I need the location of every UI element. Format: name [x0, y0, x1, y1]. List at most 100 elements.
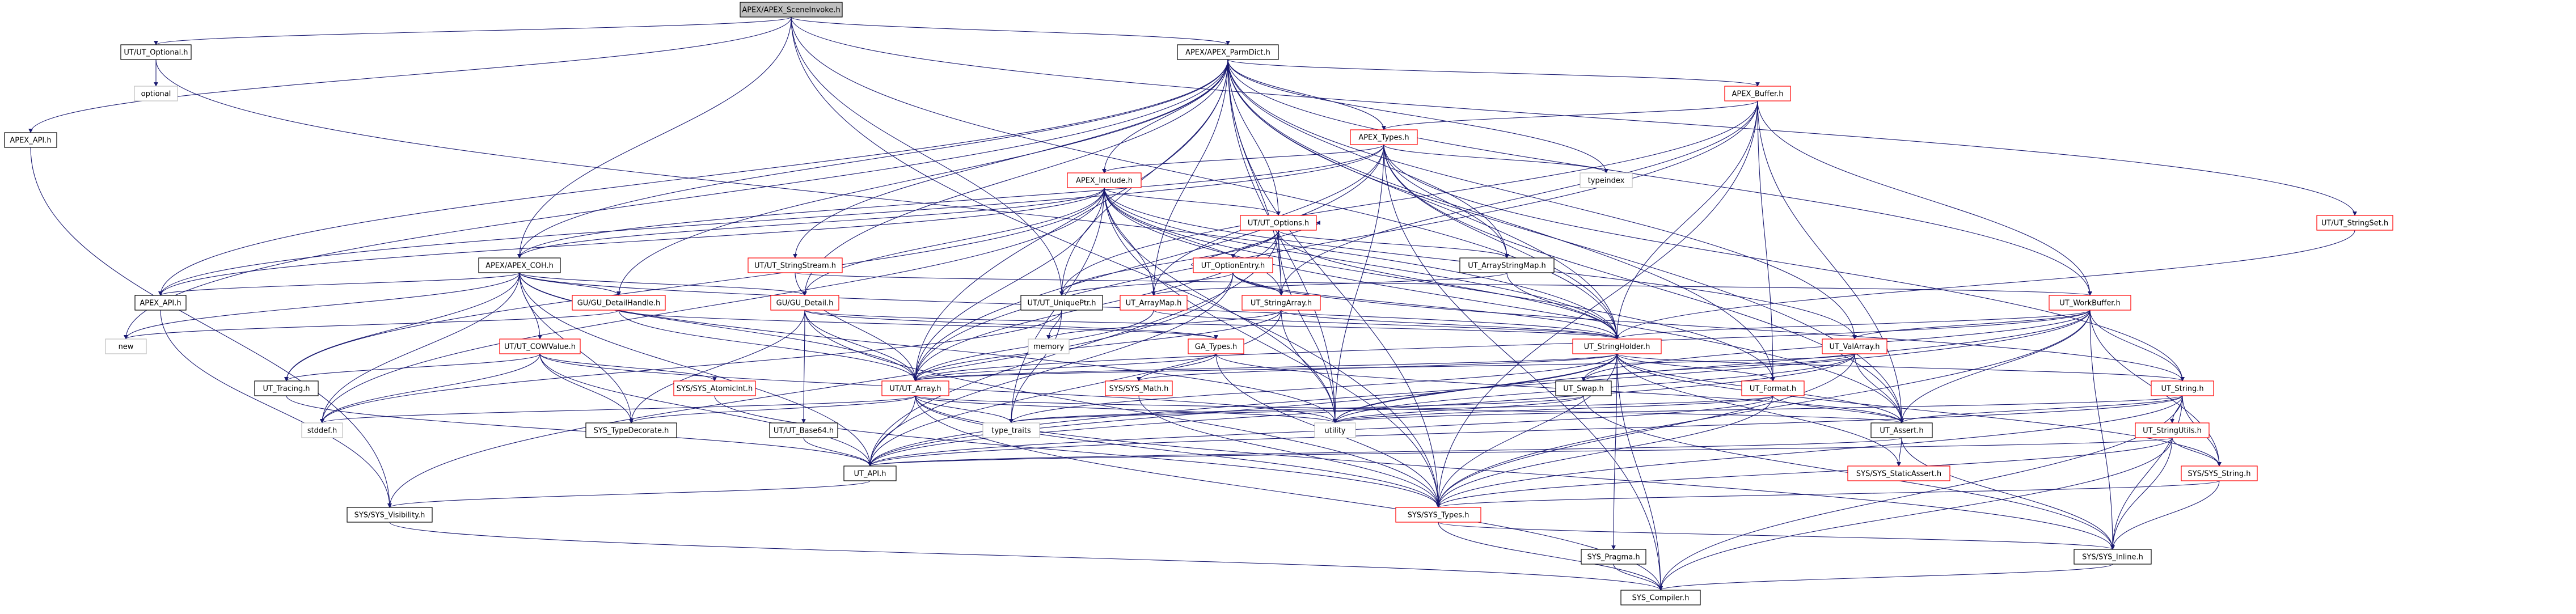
node-box: [2074, 549, 2152, 565]
node-sys_pragma[interactable]: SYS_Pragma.h: [1581, 549, 1646, 565]
node-box: [478, 257, 561, 273]
node-memory[interactable]: memory: [1028, 338, 1070, 354]
edge-ga_types-to-sys_math: [1137, 353, 1217, 382]
node-ut_format[interactable]: UT_Format.h: [1741, 380, 1805, 396]
node-label: APEX_Buffer.h: [1732, 90, 1784, 99]
node-label: UT_Assert.h: [1880, 427, 1923, 435]
edge-scene-to-ut_optional: [154, 16, 792, 45]
node-sys_inline[interactable]: SYS/SYS_Inline.h: [2074, 549, 2152, 565]
node-label: optional: [141, 90, 171, 99]
edge-parmdict-to-apex_types: [1227, 59, 1386, 130]
edge-ut_format-to-type_traits: [1009, 395, 1773, 424]
node-sys_types[interactable]: SYS/SYS_Types.h: [1395, 507, 1481, 523]
node-box: [769, 422, 838, 438]
edge-apex_api2-to-sys_visibility: [160, 310, 392, 508]
node-box: [2181, 465, 2258, 481]
node-ga_types[interactable]: GA_Types.h: [1188, 338, 1244, 354]
node-ut_optional[interactable]: UT/UT_Optional.h: [120, 44, 192, 60]
node-apex_types[interactable]: APEX_Types.h: [1350, 129, 1418, 145]
edge-apex_types-to-ut_string: [1383, 144, 2185, 382]
node-box: [1572, 338, 1662, 354]
edge-apex_buffer-to-ut_stringarray: [1279, 100, 1758, 296]
edge-ut_base64-to-ut_api: [803, 437, 872, 467]
node-ut_stringset[interactable]: UT/UT_StringSet.h: [2316, 215, 2393, 231]
node-type_traits[interactable]: type_traits: [982, 422, 1040, 438]
node-ut_options[interactable]: UT/UT_Options.h: [1240, 215, 1317, 231]
edge-gu_detail-to-sys_typedecorate: [629, 310, 805, 424]
node-ut_stringstream[interactable]: UT/UT_StringStream.h: [748, 257, 843, 273]
edge-sys_inline-to-sys_compiler: [1658, 564, 2113, 591]
node-box: [1240, 215, 1317, 231]
node-label: SYS_TypeDecorate.h: [594, 427, 669, 435]
node-ut_workbuffer[interactable]: UT_WorkBuffer.h: [2049, 295, 2131, 311]
node-ut_array[interactable]: UT/UT_Array.h: [881, 380, 949, 396]
edge-parmdict-to-new: [124, 59, 1228, 340]
node-apex_coh[interactable]: APEX/APEX_COH.h: [478, 257, 561, 273]
node-sys_math[interactable]: SYS/SYS_Math.h: [1105, 380, 1173, 396]
node-ut_arraymap[interactable]: UT_ArrayMap.h: [1120, 295, 1188, 311]
edge-apex_coh-to-ut_array: [519, 272, 918, 382]
edge-ut_workbuffer-to-ut_stringholder: [1615, 310, 2091, 340]
node-ut_api[interactable]: UT_API.h: [843, 465, 897, 481]
node-stddef[interactable]: stddef.h: [301, 422, 343, 438]
node-ut_swap[interactable]: UT_Swap.h: [1555, 380, 1612, 396]
node-ut_optionentry[interactable]: UT_OptionEntry.h: [1193, 257, 1273, 273]
node-apex_api[interactable]: APEX_API.h: [4, 132, 57, 148]
node-box: [843, 465, 897, 481]
edge-apex_include-to-sys_types: [1104, 187, 1441, 508]
node-ut_stringarray[interactable]: UT_StringArray.h: [1241, 295, 1321, 311]
edge-apex_types-to-ut_assert: [1383, 144, 1904, 424]
node-apex_buffer[interactable]: APEX_Buffer.h: [1724, 86, 1791, 101]
edge-parmdict-to-ut_workbuffer: [1227, 59, 2092, 296]
node-sys_staticassert[interactable]: SYS/SYS_StaticAssert.h: [1847, 465, 1950, 481]
node-new[interactable]: new: [105, 338, 147, 354]
node-scene[interactable]: APEX/APEX_SceneInvoke.h: [740, 2, 843, 18]
node-ut_stringutils[interactable]: UT_StringUtils.h: [2135, 422, 2210, 438]
edge-ut_uniqueptr-to-stddef: [320, 310, 1062, 424]
node-sys_atomicint[interactable]: SYS/SYS_AtomicInt.h: [673, 380, 756, 396]
node-sys_typedecorate[interactable]: SYS_TypeDecorate.h: [585, 422, 677, 438]
edge-ut_workbuffer-to-ut_array: [913, 310, 2091, 382]
node-sys_compiler[interactable]: SYS_Compiler.h: [1620, 590, 1701, 605]
node-label: type_traits: [991, 427, 1031, 435]
node-ut_tracing[interactable]: UT_Tracing.h: [254, 380, 319, 396]
node-ut_base64[interactable]: UT/UT_Base64.h: [769, 422, 838, 438]
node-optional[interactable]: optional: [134, 86, 178, 101]
node-parmdict[interactable]: APEX/APEX_ParmDict.h: [1177, 44, 1279, 60]
edge-apex_include-to-ut_tracing: [284, 187, 1105, 382]
node-utility[interactable]: utility: [1314, 422, 1356, 438]
edge-apex_include-to-ut_stringholder: [1104, 187, 1619, 340]
edge-apex_coh-to-stddef: [320, 272, 520, 424]
edge-apex_coh-to-new: [124, 272, 520, 340]
node-apex_include[interactable]: APEX_Include.h: [1067, 172, 1142, 188]
node-typeindex[interactable]: typeindex: [1580, 172, 1633, 188]
edge-apex_coh-to-ut_api: [519, 272, 872, 467]
edge-gu_detail-to-ut_array: [804, 310, 918, 382]
node-label: SYS/SYS_Math.h: [1109, 385, 1169, 393]
node-box: [4, 132, 57, 148]
edge-apex_buffer-to-ut_array: [913, 100, 1758, 382]
edge-sys_types-to-sys_inline: [1438, 522, 2115, 550]
node-apex_api2[interactable]: APEX_API.h: [134, 295, 187, 311]
node-ut_valarray[interactable]: UT_ValArray.h: [1822, 338, 1887, 354]
node-ut_string[interactable]: UT_String.h: [2151, 380, 2214, 396]
node-ut_cowvalue[interactable]: UT/UT_COWValue.h: [499, 338, 581, 354]
edge-ut_array-to-type_traits: [915, 395, 1013, 424]
node-gu_detailhandle[interactable]: GU/GU_DetailHandle.h: [572, 295, 666, 311]
node-label: UT_String.h: [2161, 385, 2203, 393]
edge-scene-to-ut_stringholder: [791, 16, 1619, 340]
node-sys_visibility[interactable]: SYS/SYS_Visibility.h: [347, 507, 433, 523]
node-sys_string[interactable]: SYS/SYS_String.h: [2181, 465, 2258, 481]
node-box: [1822, 338, 1887, 354]
node-ut_stringholder[interactable]: UT_StringHolder.h: [1572, 338, 1662, 354]
node-ut_uniqueptr[interactable]: UT/UT_UniquePtr.h: [1020, 295, 1103, 311]
node-label: SYS_Compiler.h: [1632, 594, 1690, 603]
edge-apex_include-to-gu_detail: [803, 187, 1105, 296]
node-ut_assert[interactable]: UT_Assert.h: [1870, 422, 1933, 438]
node-ut_arraystringmap[interactable]: UT_ArrayStringMap.h: [1459, 257, 1555, 273]
edge-ut_api-to-sys_visibility: [387, 480, 871, 508]
node-gu_detail[interactable]: GU/GU_Detail.h: [770, 295, 839, 311]
edge-ut_valarray-to-ut_swap: [1581, 353, 1855, 382]
node-box: [301, 422, 343, 438]
